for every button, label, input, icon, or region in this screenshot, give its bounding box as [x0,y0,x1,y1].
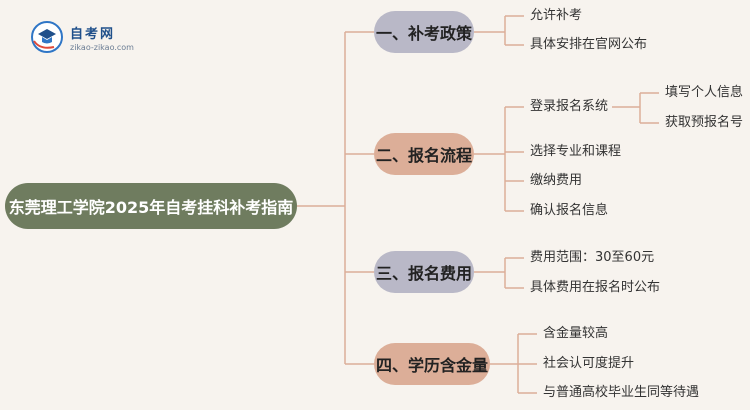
graduation-cap-icon [31,21,63,53]
branch-degree-value: 四、学历含金量 [374,343,490,385]
branch-retake-policy: 一、补考政策 [374,11,474,53]
leaf-get-prereg-number: 获取预报名号 [665,115,744,130]
site-logo: 自考网 zikao-zikao.com [30,20,134,54]
branch-registration-process: 二、报名流程 [374,133,474,175]
leaf-choose-major-courses: 选择专业和课程 [530,144,622,159]
logo-url: zikao-zikao.com [70,42,134,52]
root-topic: 东莞理工学院2025年自考挂科补考指南 [5,183,297,229]
logo-title: 自考网 [70,26,116,42]
leaf-retake-allowed: 允许补考 [530,8,583,23]
leaf-confirm-registration: 确认报名信息 [530,203,609,218]
leaf-social-recognition: 社会认可度提升 [543,356,635,371]
leaf-fee-range: 费用范围：30至60元 [530,250,655,265]
leaf-equal-treatment: 与普通高校毕业生同等待遇 [543,385,700,400]
leaf-login-system: 登录报名系统 [530,99,609,114]
leaf-high-value: 含金量较高 [543,326,609,341]
leaf-arrangement-published: 具体安排在官网公布 [530,37,648,52]
leaf-fill-personal-info: 填写个人信息 [665,85,744,100]
leaf-fee-announced: 具体费用在报名时公布 [530,280,661,295]
branch-registration-fees: 三、报名费用 [374,251,474,293]
leaf-pay-fees: 缴纳费用 [530,173,583,188]
